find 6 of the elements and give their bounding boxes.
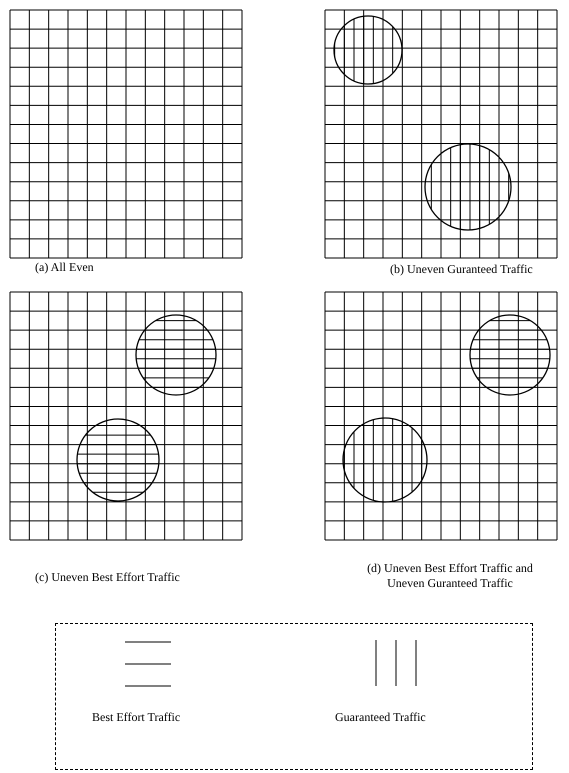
panel-caption: (c) Uneven Best Effort Traffic — [35, 570, 180, 585]
legend-label: Best Effort Traffic — [92, 710, 180, 725]
panel-caption: (b) Uneven Guranteed Traffic — [390, 262, 533, 277]
panel-caption: (a) All Even — [35, 260, 94, 275]
legend-label: Guaranteed Traffic — [335, 710, 426, 725]
panel-caption: (d) Uneven Best Effort Traffic and Uneven Guranteed Traffic — [366, 561, 534, 591]
